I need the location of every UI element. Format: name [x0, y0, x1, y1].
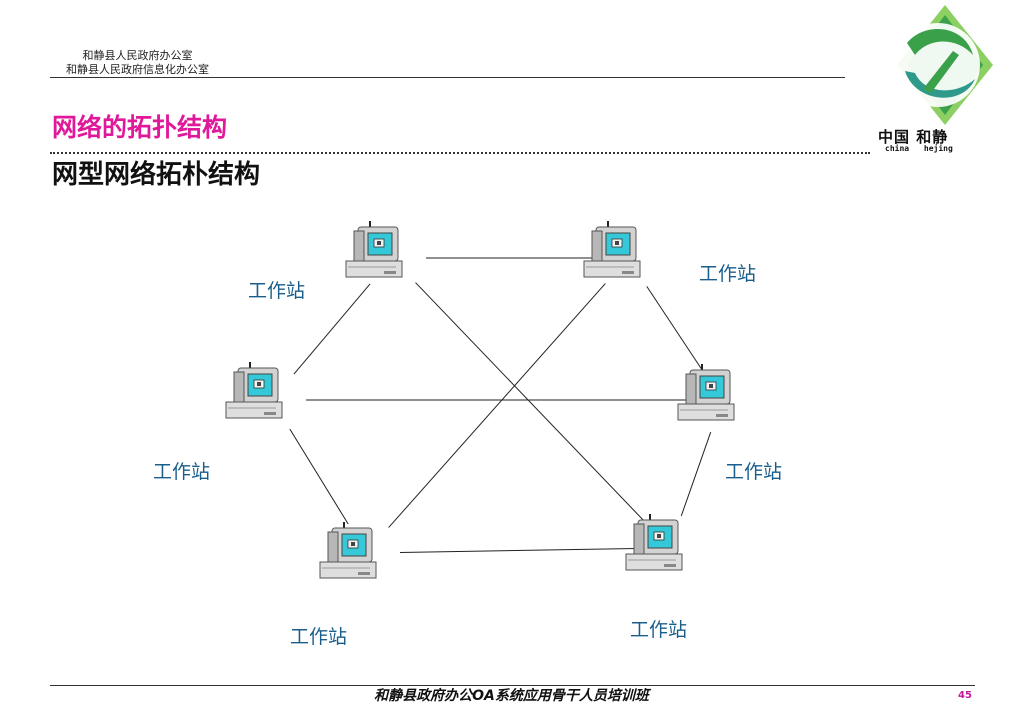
page-number: 45	[958, 690, 972, 701]
label-workstation-mid-left: 工作站	[153, 461, 211, 483]
link-top-right-bottom-left	[388, 283, 606, 528]
link-bottom-left-bottom-right	[399, 548, 637, 553]
workstation-computer-icon	[225, 361, 283, 419]
logo-pinyin-text: china hejing	[885, 144, 953, 153]
label-workstation-top-right: 工作站	[699, 263, 757, 285]
slide-subtitle: 网型网络拓朴结构	[52, 160, 261, 190]
header-divider	[50, 77, 845, 78]
hejing-logo-icon	[896, 5, 993, 125]
logo-chinese-text: 中国 和静	[878, 128, 949, 146]
footer-divider	[50, 685, 975, 686]
workstation-computer-icon	[319, 521, 377, 579]
label-workstation-mid-right: 工作站	[725, 461, 783, 483]
workstation-computer-icon	[625, 513, 683, 571]
title-dotted-divider	[50, 152, 870, 154]
link-mid-left-bottom-left	[289, 428, 349, 525]
label-workstation-bottom-right: 工作站	[630, 619, 688, 641]
org-name-line1: 和静县人民政府办公室	[82, 49, 193, 62]
link-top-right-mid-right	[646, 286, 704, 372]
label-workstation-bottom-left: 工作站	[290, 626, 348, 648]
link-top-left-bottom-right	[415, 282, 647, 524]
org-name-line2: 和静县人民政府信息化办公室	[66, 63, 209, 76]
workstation-computer-icon	[345, 220, 403, 278]
label-workstation-top-left: 工作站	[248, 280, 306, 302]
link-mid-right-bottom-right	[680, 431, 712, 517]
network-links	[289, 257, 712, 553]
footer-text: 和静县政府办公OA系统应用骨干人员培训班	[374, 688, 649, 704]
workstation-computer-icon	[583, 220, 641, 278]
slide-title: 网络的拓扑结构	[52, 113, 228, 142]
link-top-left-mid-left	[293, 283, 371, 375]
workstation-computer-icon	[677, 363, 735, 421]
